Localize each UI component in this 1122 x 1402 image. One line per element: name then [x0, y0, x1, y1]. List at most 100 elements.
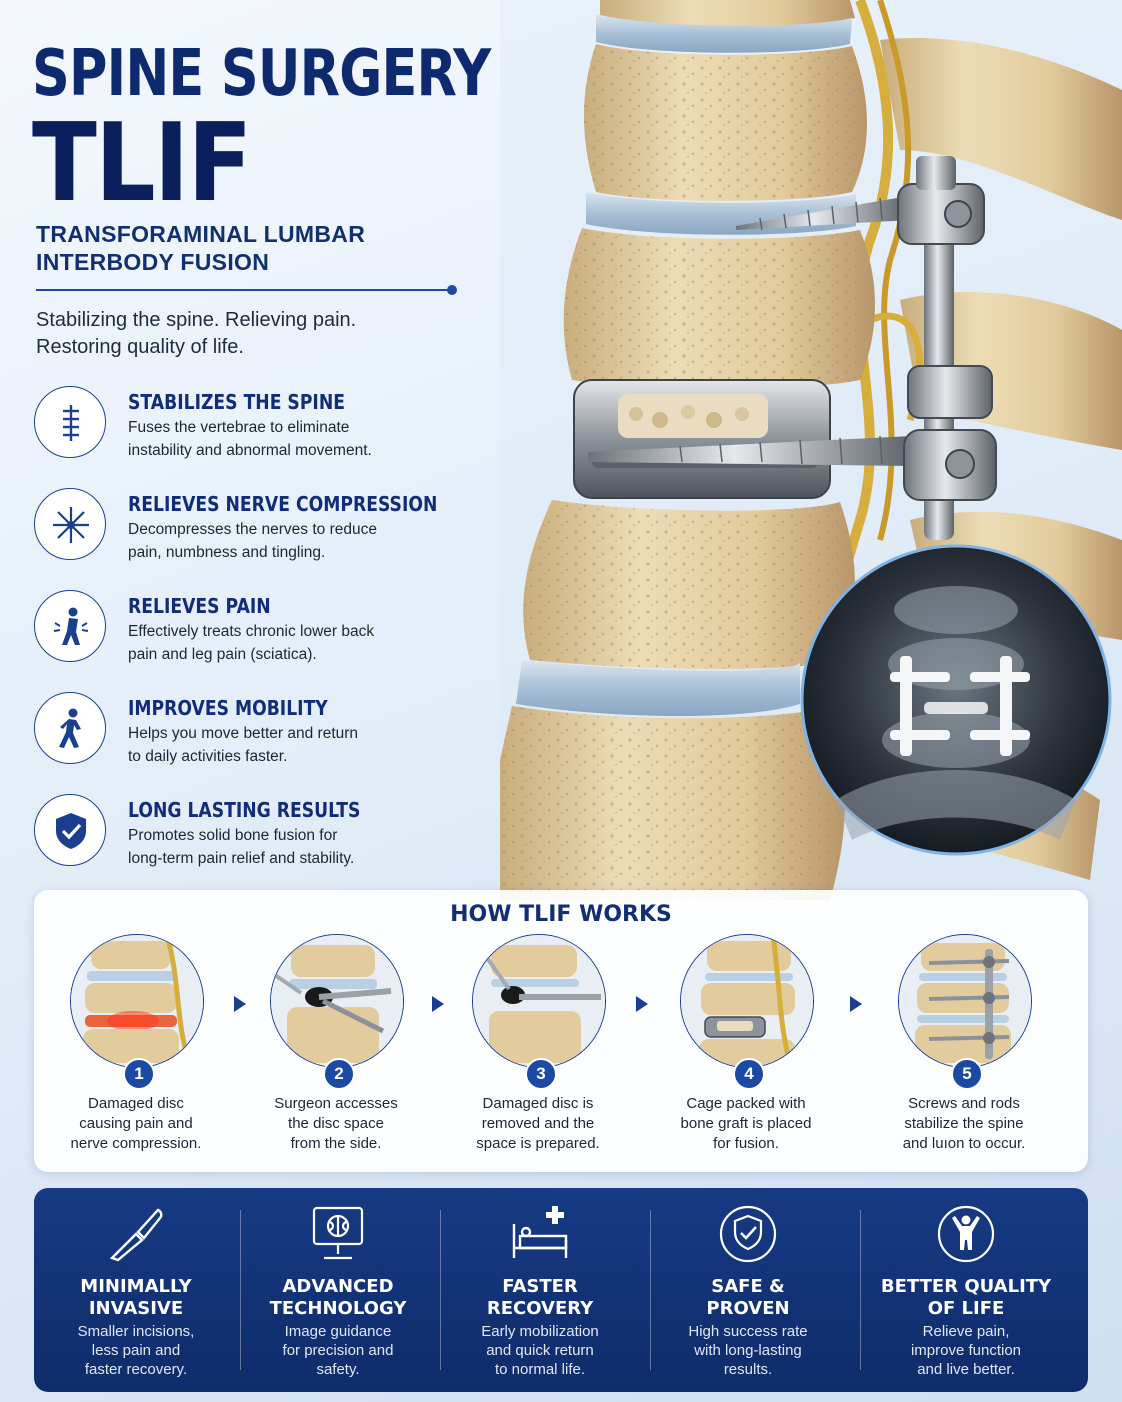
benefit-desc-line2: pain and leg pain (sciatica).	[128, 646, 317, 663]
feature-title: ADVANCED TECHNOLOGY	[238, 1276, 438, 1320]
step-desc-line1: Cage packed with	[686, 1095, 806, 1112]
subtitle-line2: INTERBODY FUSION	[36, 249, 270, 275]
benefit-pain: RELIEVES PAIN Effectively treats chronic…	[34, 590, 494, 670]
monitor-brain-icon	[312, 1206, 364, 1260]
benefit-desc-line2: instability and abnormal movement.	[128, 442, 372, 459]
benefit-desc-line1: Promotes solid bone fusion for	[128, 827, 338, 844]
nerve-icon	[34, 488, 106, 560]
step-desc: Surgeon accesses the disc space from the…	[236, 1094, 436, 1154]
step-desc-line3: space is prepared.	[476, 1135, 600, 1152]
step-desc: Cage packed with bone graft is placed fo…	[646, 1094, 846, 1154]
benefit-desc: Effectively treats chronic lower back pa…	[128, 620, 428, 666]
step-desc-line1: Surgeon accesses	[274, 1095, 398, 1112]
feature-desc-line1: High success rate	[688, 1323, 808, 1340]
feature-title-line2: RECOVERY	[486, 1298, 594, 1319]
benefit-mobility: IMPROVES MOBILITY Helps you move better …	[34, 692, 494, 772]
feature-desc: High success rate with long-lasting resu…	[648, 1322, 848, 1379]
step-desc: Damaged disc is removed and the space is…	[438, 1094, 638, 1154]
feature-desc-line3: to normal life.	[494, 1361, 586, 1378]
step-desc-line1: Damaged disc	[88, 1095, 184, 1112]
benefit-desc-line2: pain, numbness and tingling.	[128, 544, 326, 561]
benefit-desc: Fuses the vertebrae to eliminate instabi…	[128, 416, 428, 462]
step-3-image	[472, 934, 606, 1068]
step-arrow-icon	[234, 996, 246, 1012]
step-desc-line2: bone graft is placed	[680, 1115, 812, 1132]
shield-check-icon	[719, 1205, 777, 1263]
feature-title: BETTER QUALITY OF LIFE	[866, 1276, 1066, 1320]
benefit-desc-line2: long-term pain relief and stability.	[128, 850, 355, 867]
feature-title-line2: OF LIFE	[927, 1298, 1005, 1319]
step-1-image	[70, 934, 204, 1068]
benefit-desc-line2: to daily activities faster.	[128, 748, 288, 765]
shield-check-icon	[34, 794, 106, 866]
feature-desc-line3: and live better.	[917, 1361, 1015, 1378]
feature-desc-line2: and quick return	[486, 1342, 594, 1359]
step-desc-line3: and luıon to occur.	[902, 1135, 1026, 1152]
how-title: HOW TLIF WORKS	[450, 902, 672, 927]
benefit-desc-line1: Decompresses the nerves to reduce	[128, 521, 377, 538]
benefit-desc: Decompresses the nerves to reduce pain, …	[128, 518, 428, 564]
step-arrow-icon	[432, 996, 444, 1012]
feature-better-quality: BETTER QUALITY OF LIFE Relieve pain, imp…	[866, 1188, 1066, 1392]
feature-title-line1: SAFE &	[711, 1276, 785, 1297]
feature-title-line1: MINIMALLY	[80, 1276, 192, 1297]
benefit-desc-line1: Effectively treats chronic lower back	[128, 623, 375, 640]
walking-icon	[34, 692, 106, 764]
page-title-line1: SPINE SURGERY	[32, 37, 491, 111]
feature-advanced-technology: ADVANCED TECHNOLOGY Image guidance for p…	[238, 1188, 438, 1392]
person-raised-arms-icon	[937, 1205, 995, 1263]
spine-icon	[34, 386, 106, 458]
step-4: 4 Cage packed with bone graft is placed …	[646, 934, 846, 1164]
step-number: 5	[951, 1058, 983, 1090]
step-3: 3 Damaged disc is removed and the space …	[438, 934, 638, 1164]
step-desc: Screws and rods stabilize the spine and …	[864, 1094, 1064, 1154]
step-desc-line1: Screws and rods	[908, 1095, 1020, 1112]
step-desc-line2: removed and the	[481, 1115, 595, 1132]
feature-desc-line1: Image guidance	[284, 1323, 392, 1340]
feature-desc-line3: faster recovery.	[84, 1361, 188, 1378]
back-pain-icon	[34, 590, 106, 662]
benefit-long-lasting: LONG LASTING RESULTS Promotes solid bone…	[34, 794, 494, 874]
feature-desc-line2: improve function	[910, 1342, 1022, 1359]
feature-divider	[860, 1210, 861, 1370]
step-4-image	[680, 934, 814, 1068]
benefit-desc-line1: Fuses the vertebrae to eliminate	[128, 419, 350, 436]
feature-desc-line2: less pain and	[91, 1342, 181, 1359]
feature-faster-recovery: FASTER RECOVERY Early mobilization and q…	[440, 1188, 640, 1392]
step-desc-line2: stabilize the spine	[904, 1115, 1024, 1132]
feature-desc-line1: Early mobilization	[481, 1323, 599, 1340]
step-5-image	[898, 934, 1032, 1068]
benefit-stabilizes: STABILIZES THE SPINE Fuses the vertebrae…	[34, 386, 494, 466]
step-desc-line1: Damaged disc is	[482, 1095, 594, 1112]
step-number: 2	[323, 1058, 355, 1090]
feature-title-line1: ADVANCED	[282, 1276, 394, 1297]
feature-title: SAFE & PROVEN	[648, 1276, 848, 1320]
feature-divider	[650, 1210, 651, 1370]
tagline-line1: Stabilizing the spine. Relieving pain.	[36, 309, 357, 331]
feature-desc-line3: safety.	[316, 1361, 360, 1378]
step-number: 1	[123, 1058, 155, 1090]
step-desc-line2: the disc space	[288, 1115, 384, 1132]
step-desc-line3: from the side.	[290, 1135, 382, 1152]
step-2: 2 Surgeon accesses the disc space from t…	[236, 934, 436, 1164]
benefit-desc-line1: Helps you move better and return	[128, 725, 359, 742]
feature-safe-proven: SAFE & PROVEN High success rate with lon…	[648, 1188, 848, 1392]
feature-minimally-invasive: MINIMALLY INVASIVE Smaller incisions, le…	[36, 1188, 236, 1392]
feature-title: MINIMALLY INVASIVE	[36, 1276, 236, 1320]
divider-dot	[447, 285, 457, 295]
feature-title-line2: INVASIVE	[88, 1298, 184, 1319]
features-bar: MINIMALLY INVASIVE Smaller incisions, le…	[34, 1188, 1088, 1392]
benefit-title: LONG LASTING RESULTS	[128, 798, 361, 822]
feature-title: FASTER RECOVERY	[440, 1276, 640, 1320]
feature-desc: Early mobilization and quick return to n…	[440, 1322, 640, 1379]
benefit-title: RELIEVES NERVE COMPRESSION	[128, 492, 438, 516]
feature-desc: Smaller incisions, less pain and faster …	[36, 1322, 236, 1379]
spine-implant-illustration	[500, 0, 1122, 900]
feature-title-line1: FASTER	[502, 1276, 578, 1297]
feature-divider	[240, 1210, 241, 1370]
feature-desc-line1: Relieve pain,	[922, 1323, 1010, 1340]
benefit-title: RELIEVES PAIN	[128, 594, 271, 618]
feature-divider	[440, 1210, 441, 1370]
step-arrow-icon	[636, 996, 648, 1012]
